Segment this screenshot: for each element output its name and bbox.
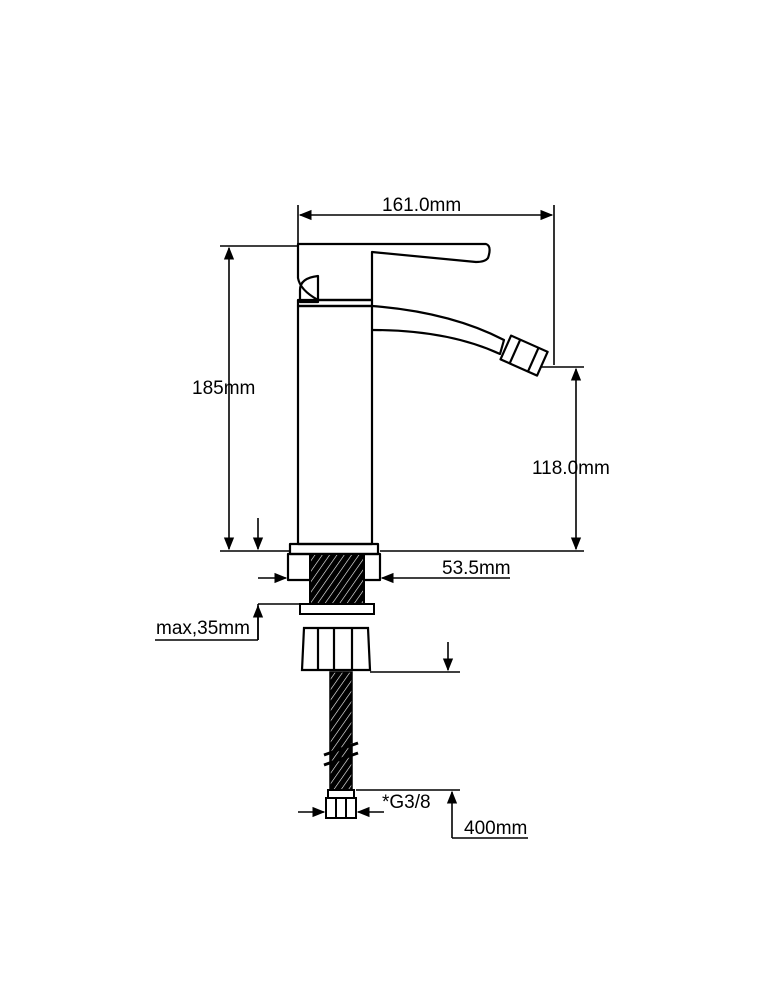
hose-length-dim-label: 400mm xyxy=(464,818,527,839)
hose-break-symbol xyxy=(323,741,359,767)
handle-lever xyxy=(296,242,491,302)
base-flange xyxy=(288,542,380,556)
width-dim-label: 161.0mm xyxy=(382,195,461,216)
faucet-outline xyxy=(286,242,549,582)
hose-fitting xyxy=(325,789,357,819)
washer xyxy=(299,603,375,615)
spout-height-dim-label: 118.0mm xyxy=(532,458,610,479)
spout xyxy=(371,304,506,356)
flexible-hose xyxy=(329,671,353,791)
height-dim-label: 185mm xyxy=(192,378,255,399)
mounting-nut xyxy=(300,626,372,672)
body-column xyxy=(296,304,374,546)
dimension-lines xyxy=(155,205,584,839)
threaded-shank xyxy=(309,553,365,605)
aerator xyxy=(499,334,549,377)
deck-thickness-dim-label: max,35mm xyxy=(156,618,250,639)
handle-base xyxy=(298,274,320,304)
thread-dim-label: *G3/8 xyxy=(382,792,431,813)
base-diameter-dim-label: 53.5mm xyxy=(442,558,511,579)
